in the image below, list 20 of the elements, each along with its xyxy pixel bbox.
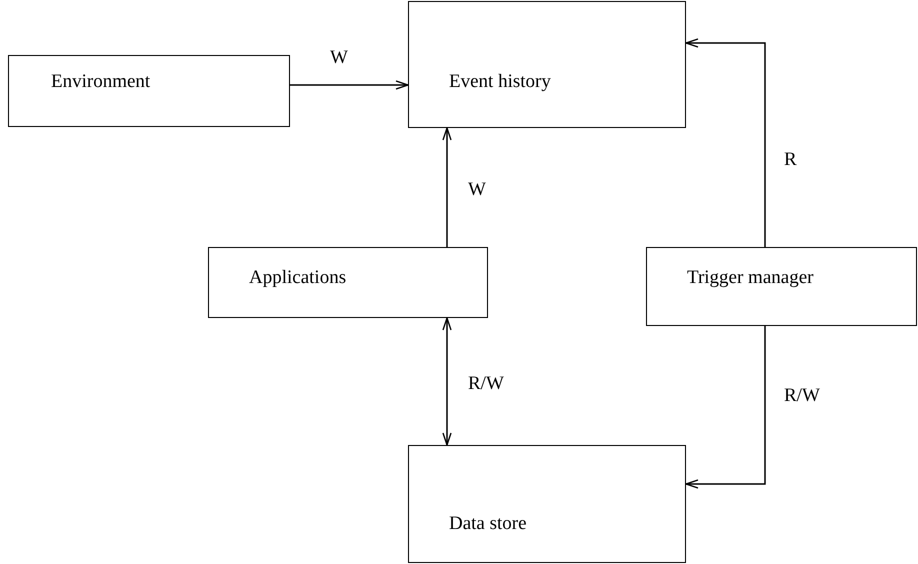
arrow xyxy=(685,326,766,489)
edge-label: R xyxy=(784,150,797,169)
edge-label: W xyxy=(468,180,486,198)
box-label: Data store xyxy=(449,514,527,533)
process-box xyxy=(8,55,290,127)
box-label: Event history xyxy=(449,72,551,91)
arrow xyxy=(442,127,452,247)
process-box xyxy=(408,445,686,563)
process-box xyxy=(408,1,686,128)
arrow xyxy=(442,317,452,446)
arrow xyxy=(685,38,766,247)
edge-label: W xyxy=(330,48,348,67)
box-label: Applications xyxy=(249,268,346,287)
edge-label: R/W xyxy=(468,374,504,392)
process-box xyxy=(646,247,917,326)
edge-label: R/W xyxy=(784,386,820,405)
arrow xyxy=(290,80,409,90)
process-box xyxy=(208,247,488,318)
box-label: Environment xyxy=(51,72,150,91)
box-label: Trigger manager xyxy=(687,268,814,287)
